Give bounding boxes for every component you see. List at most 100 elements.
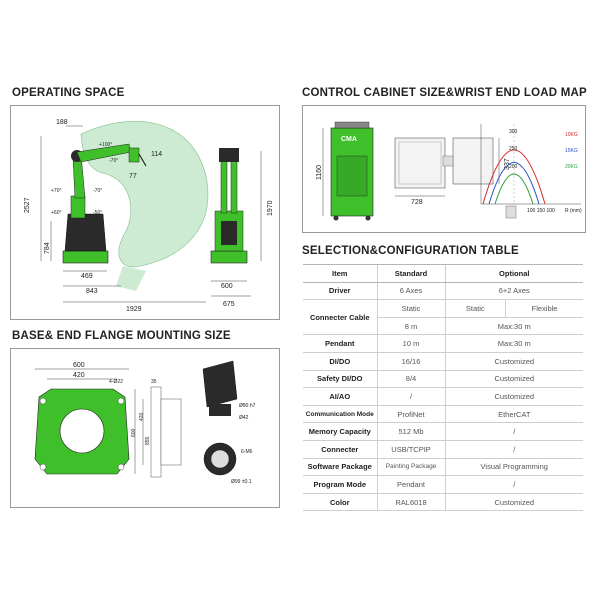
load-y-tick: 200 (509, 164, 518, 170)
row-item: Connecter (303, 440, 377, 459)
cabinet-drawing: CMA 1160 728 337 300 250 200 10KG (316, 121, 582, 221)
base-side-view (150, 386, 182, 478)
row-standard: 512 Mb (376, 422, 445, 441)
load-map-chart: 300 250 200 10KG 15KG 20KG 100 150 100 R… (480, 124, 582, 219)
base-top-view (34, 388, 130, 475)
row-optional: / (444, 422, 583, 441)
row-item: DI/DO (303, 352, 377, 371)
row-item: Program Mode (303, 475, 377, 494)
row-standard: 6 Axes (376, 282, 445, 301)
row-optional: Customized (444, 387, 583, 406)
load-y-tick: 300 (509, 129, 518, 135)
base-dim-600-v: 600 (131, 428, 137, 437)
row-standard: Pendant (376, 475, 445, 494)
table-row: Memory Capacity 512 Mb / (303, 422, 583, 441)
header-optional: Optional (444, 264, 583, 283)
row-item: Software Package (303, 458, 377, 477)
dim-2527: 2527 (24, 197, 31, 213)
dim-1929: 1929 (126, 306, 142, 313)
angle-label: +100° (99, 142, 112, 148)
row-standard: ProfiNet (376, 405, 445, 424)
header-standard: Standard (376, 264, 445, 283)
flange-dim: Ø42 (239, 415, 249, 421)
cabinet-side-view (442, 137, 494, 185)
row-item: Safety DI/DO (303, 370, 377, 389)
selection-table-title: SELECTION&CONFIGURATION TABLE (302, 245, 519, 257)
load-x-label: 100 150 100 (527, 208, 555, 214)
cabinet-logo: CMA (341, 136, 357, 143)
table-row: Pendant 10 m Max:30 m (303, 334, 583, 353)
table-row: DI/DO 16/16 Customized (303, 352, 583, 371)
table-header-row: Item Standard Optional (303, 264, 583, 283)
dim-1970: 1970 (267, 200, 274, 216)
table-row: Communication Mode ProfiNet EtherCAT (303, 405, 583, 424)
operating-space-title: OPERATING SPACE (12, 87, 125, 99)
wrist-top-view (202, 360, 238, 416)
row-optional: Customized (444, 352, 583, 371)
flange-dim: Ø99 ±0.1 (231, 479, 252, 485)
row-standard: / (376, 387, 445, 406)
load-x-unit: R (mm) (565, 208, 582, 214)
row-optional: Customized (444, 370, 583, 389)
control-cabinet-panel: CMA 1160 728 337 300 250 200 10KG (302, 105, 586, 233)
dim-784: 784 (44, 242, 51, 254)
load-curve-20kg (494, 173, 534, 205)
robot-front-view (210, 148, 248, 264)
row-optional: / (444, 475, 583, 494)
base-dim-holes: 4-Ø22 (109, 379, 123, 385)
dim-600: 600 (221, 283, 233, 290)
control-cabinet-title: CONTROL CABINET SIZE&WRIST END LOAD MAP (302, 87, 587, 99)
load-legend-20kg: 20KG (565, 164, 578, 170)
workspace-envelope (80, 121, 209, 268)
table-row: Connecter USB/TCPIP / (303, 440, 583, 459)
dim-337: 337 (504, 158, 511, 170)
dim-114: 114 (151, 151, 162, 158)
row-standard: RAL6018 (376, 493, 445, 512)
table-row: Program Mode Pendant / (303, 475, 583, 494)
angle-label: -50° (93, 210, 102, 216)
angle-label: +70° (51, 188, 61, 194)
load-curve-15kg (488, 162, 540, 205)
row-optional: 6+2 Axes (444, 282, 583, 301)
row-standard: USB/TCPIP (376, 440, 445, 459)
cabinet-top-view (394, 137, 446, 189)
dim-469: 469 (81, 273, 93, 280)
angle-label: -70° (93, 188, 102, 194)
dim-675: 675 (223, 301, 235, 308)
row-standard: Painting Package (376, 458, 445, 477)
base-dim-35: 35 (151, 379, 157, 385)
flange-view (203, 442, 237, 476)
base-dim-600: 600 (73, 362, 85, 369)
table-row: Connecter Cable Static Static Flexible (303, 299, 583, 336)
row-optional: Max:30 m (444, 334, 583, 353)
load-y-tick: 250 (509, 146, 518, 152)
row-standard: 8 m (376, 317, 445, 336)
row-optional-b: Flexible (505, 299, 583, 318)
table-row: Driver 6 Axes 6+2 Axes (303, 282, 583, 301)
row-item: Pendant (303, 334, 377, 353)
row-standard: 10 m (376, 334, 445, 353)
row-optional: EtherCAT (444, 405, 583, 424)
dim-1160: 1160 (316, 165, 323, 180)
angle-label: -70° (109, 158, 118, 164)
base-flange-title: BASE& END FLANGE MOUNTING SIZE (12, 330, 231, 342)
base-dim-420: 420 (73, 372, 85, 379)
dim-77: 77 (129, 173, 137, 180)
dim-843: 843 (86, 288, 98, 295)
selection-table: Item Standard Optional Driver 6 Axes 6+2… (303, 264, 583, 512)
dim-188: 188 (56, 119, 68, 126)
operating-space-panel: 188 2527 114 77 784 469 843 1929 1970 60… (10, 105, 280, 320)
row-item: Color (303, 493, 377, 512)
row-standard: Static (376, 299, 445, 318)
dim-728: 728 (411, 199, 423, 206)
base-dim-420-v: 420 (139, 412, 145, 421)
base-flange-panel: 600 420 4-Ø22 420 600 855 35 Ø80 h7 Ø42 … (10, 348, 280, 508)
row-item: AI/AO (303, 387, 377, 406)
table-row: Software Package Painting Package Visual… (303, 458, 583, 477)
row-standard: 16/16 (376, 352, 445, 371)
row-standard: 8/4 (376, 370, 445, 389)
load-curve-10kg (482, 149, 546, 205)
base-flange-drawing: 600 420 4-Ø22 420 600 855 35 Ø80 h7 Ø42 … (34, 360, 256, 485)
row-item: Communication Mode (303, 405, 377, 424)
operating-space-drawing: 188 2527 114 77 784 469 843 1929 1970 60… (24, 119, 274, 313)
